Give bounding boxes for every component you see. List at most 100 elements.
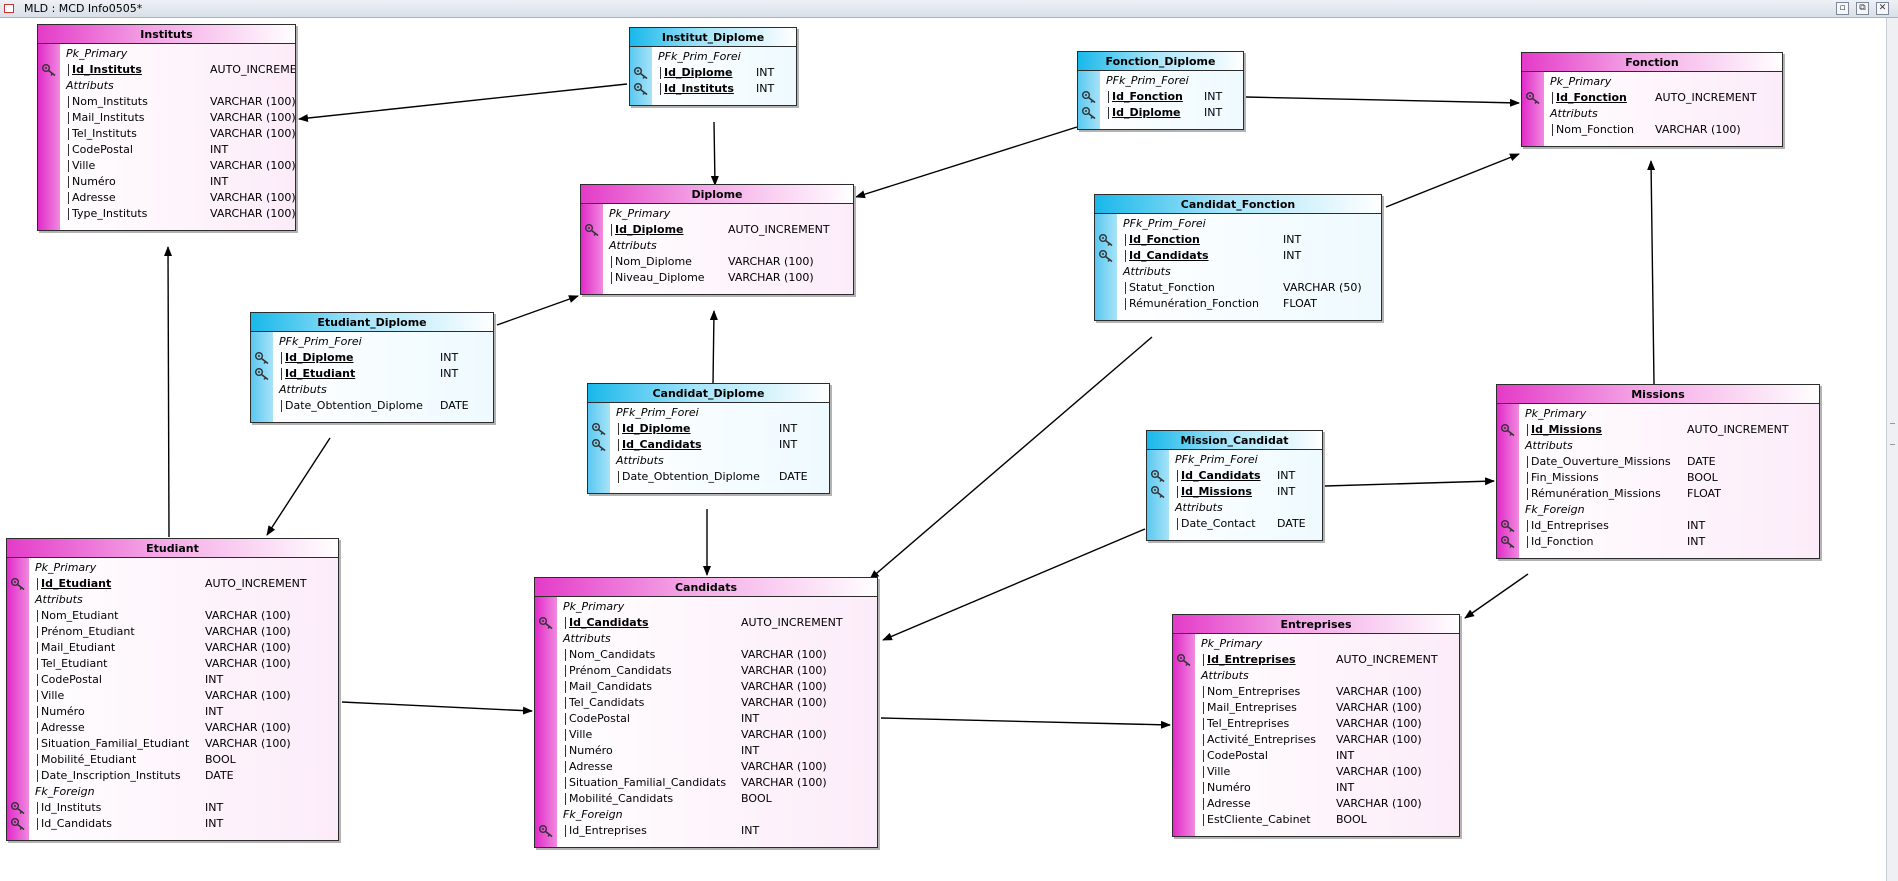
link-fonction_diplome-to-diplome[interactable] [1245, 96, 1520, 107]
link-mission_candidat-to-missions[interactable] [1324, 477, 1495, 487]
link-candidats-to-entreprises[interactable] [880, 717, 1171, 729]
minimize-button[interactable]: ▫ [1836, 2, 1849, 15]
maximize-button[interactable]: ⧉ [1856, 2, 1869, 15]
link-candidat_diplome-to-diplome[interactable] [709, 310, 718, 385]
link-candidat_fonction-to-fonction[interactable] [1385, 153, 1520, 208]
link-fonction_diplome-to-fonction[interactable] [855, 126, 1078, 199]
link-institut_diplome-to-diplome[interactable] [710, 121, 719, 186]
close-button[interactable]: ✕ [1876, 2, 1889, 15]
vertical-scrollbar[interactable] [1886, 18, 1898, 881]
link-etudiant_diplome-to-etudiant[interactable] [266, 437, 331, 536]
scrollbar-grip[interactable] [1890, 423, 1895, 445]
link-etudiant-to-candidats[interactable] [341, 701, 533, 715]
link-etudiant_diplome-to-diplome[interactable] [496, 295, 579, 326]
link-institut_diplome-to-instituts[interactable] [298, 83, 628, 123]
link-etudiant-to-instituts[interactable] [164, 246, 173, 538]
link-missions-to-fonction[interactable] [1647, 160, 1656, 385]
link-mission_candidat-to-candidats[interactable] [882, 528, 1146, 641]
link-candidat_fonction-to-candidats[interactable] [869, 336, 1153, 580]
link-missions-to-entreprises[interactable] [1464, 573, 1529, 619]
